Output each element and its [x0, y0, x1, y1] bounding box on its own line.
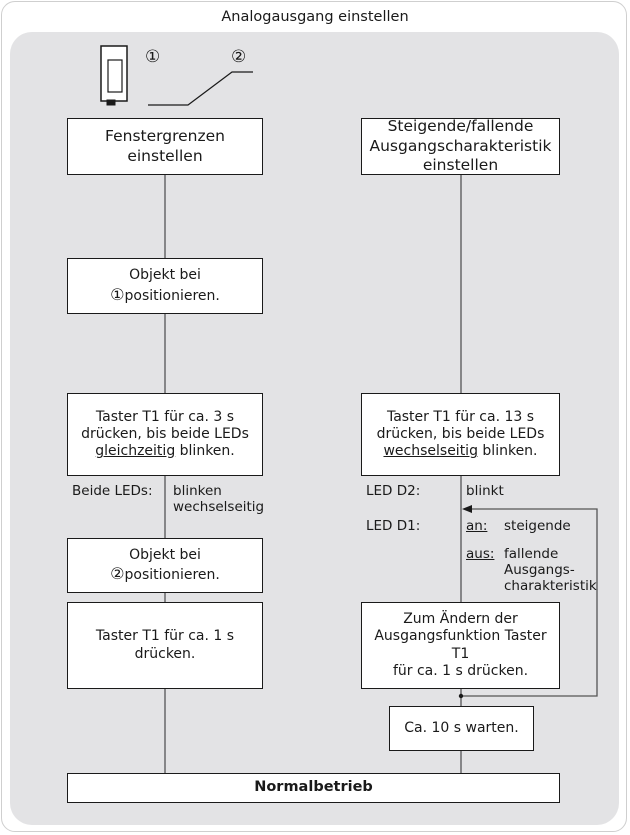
box-steigende-line1: Steigende/fallende	[387, 117, 534, 136]
junction-dot	[458, 693, 464, 699]
sensor-device-icon	[100, 45, 128, 106]
value-fallende: fallende	[504, 546, 559, 562]
label-an: an:	[466, 518, 488, 534]
label-aus: aus:	[466, 546, 495, 562]
box-taster-3s-line1: Taster T1 für ca. 3 s	[95, 408, 235, 425]
box-taster-3s-line3: blinken.	[175, 443, 235, 460]
box-taster-3s: Taster T1 für ca. 3 s drücken, bis beide…	[67, 393, 263, 476]
value-wechselseitig: wechselseitig	[173, 499, 265, 515]
value-blinkt: blinkt	[466, 483, 504, 499]
box-taster-13s: Taster T1 für ca. 13 s drücken, bis beid…	[361, 393, 560, 476]
box-steigende-line2: Ausgangscharakteristik	[369, 136, 552, 155]
label-beide-leds: Beide LEDs:	[72, 483, 153, 499]
box-warten-text: Ca. 10 s warten.	[404, 719, 519, 736]
feedback-loop-line	[461, 508, 598, 697]
box-taster-1s-left-line1: Taster T1 für ca. 1 s	[95, 628, 235, 645]
value-blinken: blinken	[173, 483, 222, 499]
box-objekt-pos2: Objekt bei ②positionieren.	[67, 538, 263, 593]
emphasis-gleichzeitig: gleichzeitig	[95, 443, 176, 460]
box-fenstergrenzen-line2: einstellen	[127, 146, 203, 165]
box-objekt-pos2-text: Objekt bei	[129, 546, 201, 563]
box-objekt-pos1: Objekt bei ①positionieren.	[67, 258, 263, 314]
box-normalbetrieb: Normalbetrieb	[67, 773, 560, 803]
box-steigende-line3: einstellen	[422, 156, 499, 175]
box-objekt-pos1-text2: positionieren.	[124, 287, 220, 304]
box-fenstergrenzen-line1: Fenstergrenzen	[105, 127, 225, 146]
box-change-line2: Ausgangsfunktion Taster T1	[374, 628, 547, 662]
box-warten: Ca. 10 s warten.	[389, 706, 534, 751]
diagram-title: Analogausgang einstellen	[221, 9, 409, 25]
value-steigende: steigende	[504, 518, 571, 534]
marker-2-label: ②	[231, 47, 247, 67]
box-taster-13s-line3: blinken.	[477, 443, 538, 460]
box-taster-13s-line1: Taster T1 für ca. 13 s	[386, 408, 535, 425]
value-ausgangs: Ausgangs-	[504, 562, 575, 578]
label-led-d1: LED D1:	[366, 518, 421, 534]
marker-1-inline: ①	[110, 284, 125, 304]
value-charakteristik: charakteristik	[504, 578, 597, 594]
box-taster-3s-line2: drücken, bis beide LEDs	[81, 425, 249, 442]
arrowhead-icon	[462, 505, 472, 513]
marker2-leader-line	[148, 71, 253, 106]
box-ausgangsfunktion-aendern: Zum Ändern der Ausgangsfunktion Taster T…	[361, 602, 560, 689]
box-steigende-fallende: Steigende/fallende Ausgangscharakteristi…	[361, 117, 560, 175]
box-objekt-pos2-text2: positionieren.	[124, 567, 220, 583]
box-taster-1s-left-line2: drücken.	[134, 645, 196, 662]
box-objekt-pos1-text: Objekt bei	[129, 267, 201, 284]
box-normalbetrieb-text: Normalbetrieb	[254, 779, 373, 796]
emphasis-wechselseitig: wechselseitig	[383, 443, 478, 460]
label-led-d2: LED D2:	[366, 483, 421, 499]
marker-1-label: ①	[145, 47, 161, 67]
box-taster-13s-line2: drücken, bis beide LEDs	[376, 425, 545, 442]
box-change-line1: Zum Ändern der	[403, 611, 518, 628]
box-change-line3: für ca. 1 s drücken.	[392, 662, 529, 679]
marker-2-inline: ②	[110, 564, 125, 583]
